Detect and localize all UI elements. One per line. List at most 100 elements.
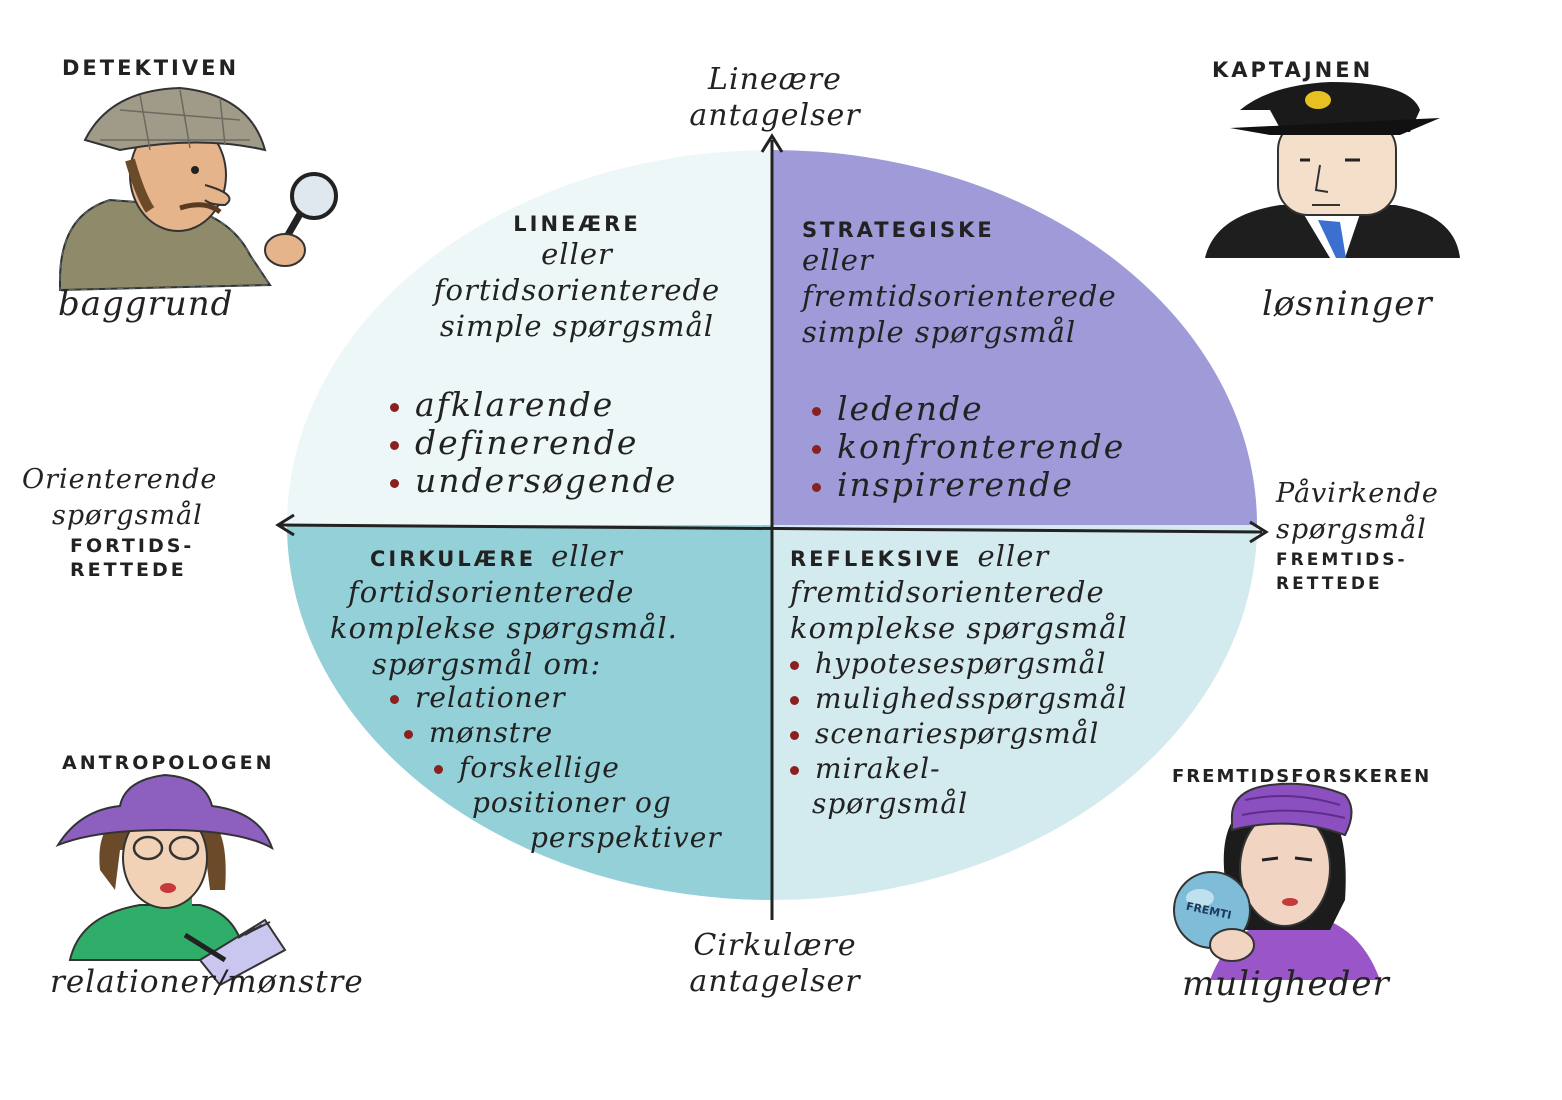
list-item-text: ledende [837, 389, 984, 428]
bullet-dot [812, 444, 821, 454]
bullet-dot [790, 766, 799, 775]
bullet-dot [812, 406, 821, 416]
axis-right-sub-2: RETTEDE [1276, 574, 1383, 594]
list-item-text: afklarende [415, 385, 615, 424]
bullet-dot [390, 402, 399, 412]
quadrant-bottom-right-list: hypotesespørgsmål mulighedsspørgsmål sce… [790, 646, 1127, 821]
axis-top-line-1: Lineære [708, 62, 842, 97]
quadrant-top-right-title: STRATEGISKE [802, 218, 995, 242]
quadrant-bottom-right-title: REFLEKSIVE [790, 547, 963, 571]
axis-left-label: Orienterende spørgsmål FORTIDS- RETTEDE [22, 462, 282, 582]
bullet-dot [790, 661, 799, 670]
axis-left-sub-2: RETTEDE [70, 559, 187, 581]
list-item: relationer [390, 680, 722, 715]
anthropologist-name: ANTROPOLOGEN [62, 752, 275, 774]
detective-illustration [59, 86, 338, 292]
horizontal-axis-right-arrowhead [1249, 520, 1269, 544]
quadrant-bottom-left-list: relationer mønstre forskellige positione… [390, 680, 722, 855]
futurist-word: muligheder [1182, 964, 1390, 1004]
list-item: inspirerende [812, 466, 1125, 504]
quadrant-top-right-line-3: simple spørgsmål [802, 315, 1077, 349]
captain-illustration [1205, 82, 1460, 258]
list-item-text: perspektiver [530, 821, 722, 854]
captain-word: løsninger [1262, 284, 1433, 324]
quadrant-top-left-line-1: eller [541, 237, 613, 271]
quadrant-bottom-left-heading: CIRKULÆRE eller [330, 538, 760, 574]
list-item-continuation: positioner og [390, 785, 722, 820]
list-item-continuation: spørgsmål [790, 786, 1127, 821]
axis-left-line-1: Orienterende [22, 464, 218, 495]
quadrant-bottom-left-title: CIRKULÆRE [370, 547, 537, 571]
axis-top-line-2: antagelser [689, 98, 861, 133]
quadrant-bottom-right-title-suffix: eller [977, 539, 1050, 573]
axis-bottom-line-2: antagelser [689, 964, 861, 999]
quadrant-top-right-list: ledende konfronterende inspirerende [812, 390, 1125, 504]
quadrant-bottom-left-line-2: komplekse spørgsmål. [330, 611, 678, 645]
quadrant-bottom-left: CIRKULÆRE eller fortidsorienterede kompl… [330, 538, 760, 682]
list-item-text: mulighedsspørgsmål [815, 682, 1128, 715]
vertical-axis-arrowhead [760, 133, 784, 153]
quadrant-bottom-right-line-1: fremtidsorienterede [790, 575, 1105, 609]
axis-top-label: Lineære antagelser [640, 62, 910, 134]
list-item-text: mønstre [429, 716, 554, 749]
quadrant-top-left-list: afklarende definerende undersøgende [390, 386, 677, 500]
bullet-dot [404, 730, 413, 739]
axis-right-sub-1: FREMTIDS- [1276, 550, 1408, 570]
list-item: undersøgende [390, 462, 677, 500]
list-item-text: undersøgende [415, 461, 678, 500]
horizontal-axis [279, 523, 1263, 534]
quadrant-bottom-right: REFLEKSIVE eller fremtidsorienterede kom… [790, 538, 1240, 646]
bullet-dot [390, 695, 399, 704]
quadrant-bottom-right-line-2: komplekse spørgsmål [790, 611, 1128, 645]
detective-word: baggrund [58, 284, 234, 324]
bullet-dot [434, 765, 443, 774]
bullet-dot [390, 440, 399, 450]
list-item: scenariespørgsmål [790, 716, 1127, 751]
list-item: mulighedsspørgsmål [790, 681, 1127, 716]
list-item: ledende [812, 390, 1125, 428]
anthropologist-word: relationer/mønstre [50, 964, 364, 1000]
quadrant-bottom-left-line-3: spørgsmål om: [372, 647, 602, 681]
bullet-dot [812, 482, 821, 492]
quadrant-top-right: STRATEGISKE eller fremtidsorienterede si… [802, 218, 1202, 350]
futurist-illustration: FREMTI [1173, 782, 1380, 980]
list-item-text: konfronterende [837, 427, 1126, 466]
axis-right-line-1: Påvirkende [1276, 478, 1439, 509]
bullet-dot [790, 696, 799, 705]
list-item-text: scenariespørgsmål [815, 717, 1100, 750]
quadrant-bottom-left-line-1: fortidsorienterede [348, 575, 635, 609]
axis-left-line-2: spørgsmål [52, 500, 203, 531]
list-item: definerende [390, 424, 677, 462]
detective-name: DETEKTIVEN [62, 56, 240, 80]
list-item: konfronterende [812, 428, 1125, 466]
quadrant-top-left-line-3: simple spørgsmål [439, 309, 715, 343]
captain-name: KAPTAJNEN [1212, 58, 1374, 82]
list-item-text: hypotesespørgsmål [815, 647, 1107, 680]
bullet-dot [790, 731, 799, 740]
bullet-dot [390, 478, 399, 488]
quadrant-bottom-right-heading: REFLEKSIVE eller [790, 538, 1240, 574]
list-item: mirakel- [790, 751, 1127, 786]
list-item-text: definerende [415, 423, 639, 462]
list-item-continuation: perspektiver [390, 820, 722, 855]
quadrant-top-right-line-2: fremtidsorienterede [802, 279, 1117, 313]
list-item-text: mirakel- [815, 752, 941, 785]
list-item-text: forskellige [459, 751, 620, 784]
quadrant-bottom-left-title-suffix: eller [551, 539, 623, 573]
axis-right-line-2: spørgsmål [1276, 514, 1427, 545]
list-item: hypotesespørgsmål [790, 646, 1127, 681]
axis-right-label: Påvirkende spørgsmål FREMTIDS- RETTEDE [1276, 476, 1546, 596]
axis-bottom-label: Cirkulære antagelser [640, 928, 910, 1000]
quadrant-top-left-line-2: fortidsorienterede [433, 273, 721, 307]
axis-bottom-line-1: Cirkulære [693, 928, 857, 963]
horizontal-axis-left-arrowhead [275, 513, 295, 537]
quadrant-top-left-title: LINEÆRE [513, 212, 641, 236]
quadrant-top-right-line-1: eller [802, 243, 874, 277]
list-item: afklarende [390, 386, 677, 424]
list-item-text: positioner og [472, 786, 672, 819]
list-item-text: inspirerende [837, 465, 1074, 504]
quadrant-top-left: LINEÆRE eller fortidsorienterede simple … [392, 212, 762, 344]
list-item: forskellige [390, 750, 722, 785]
futurist-name: FREMTIDSFORSKEREN [1172, 766, 1432, 787]
